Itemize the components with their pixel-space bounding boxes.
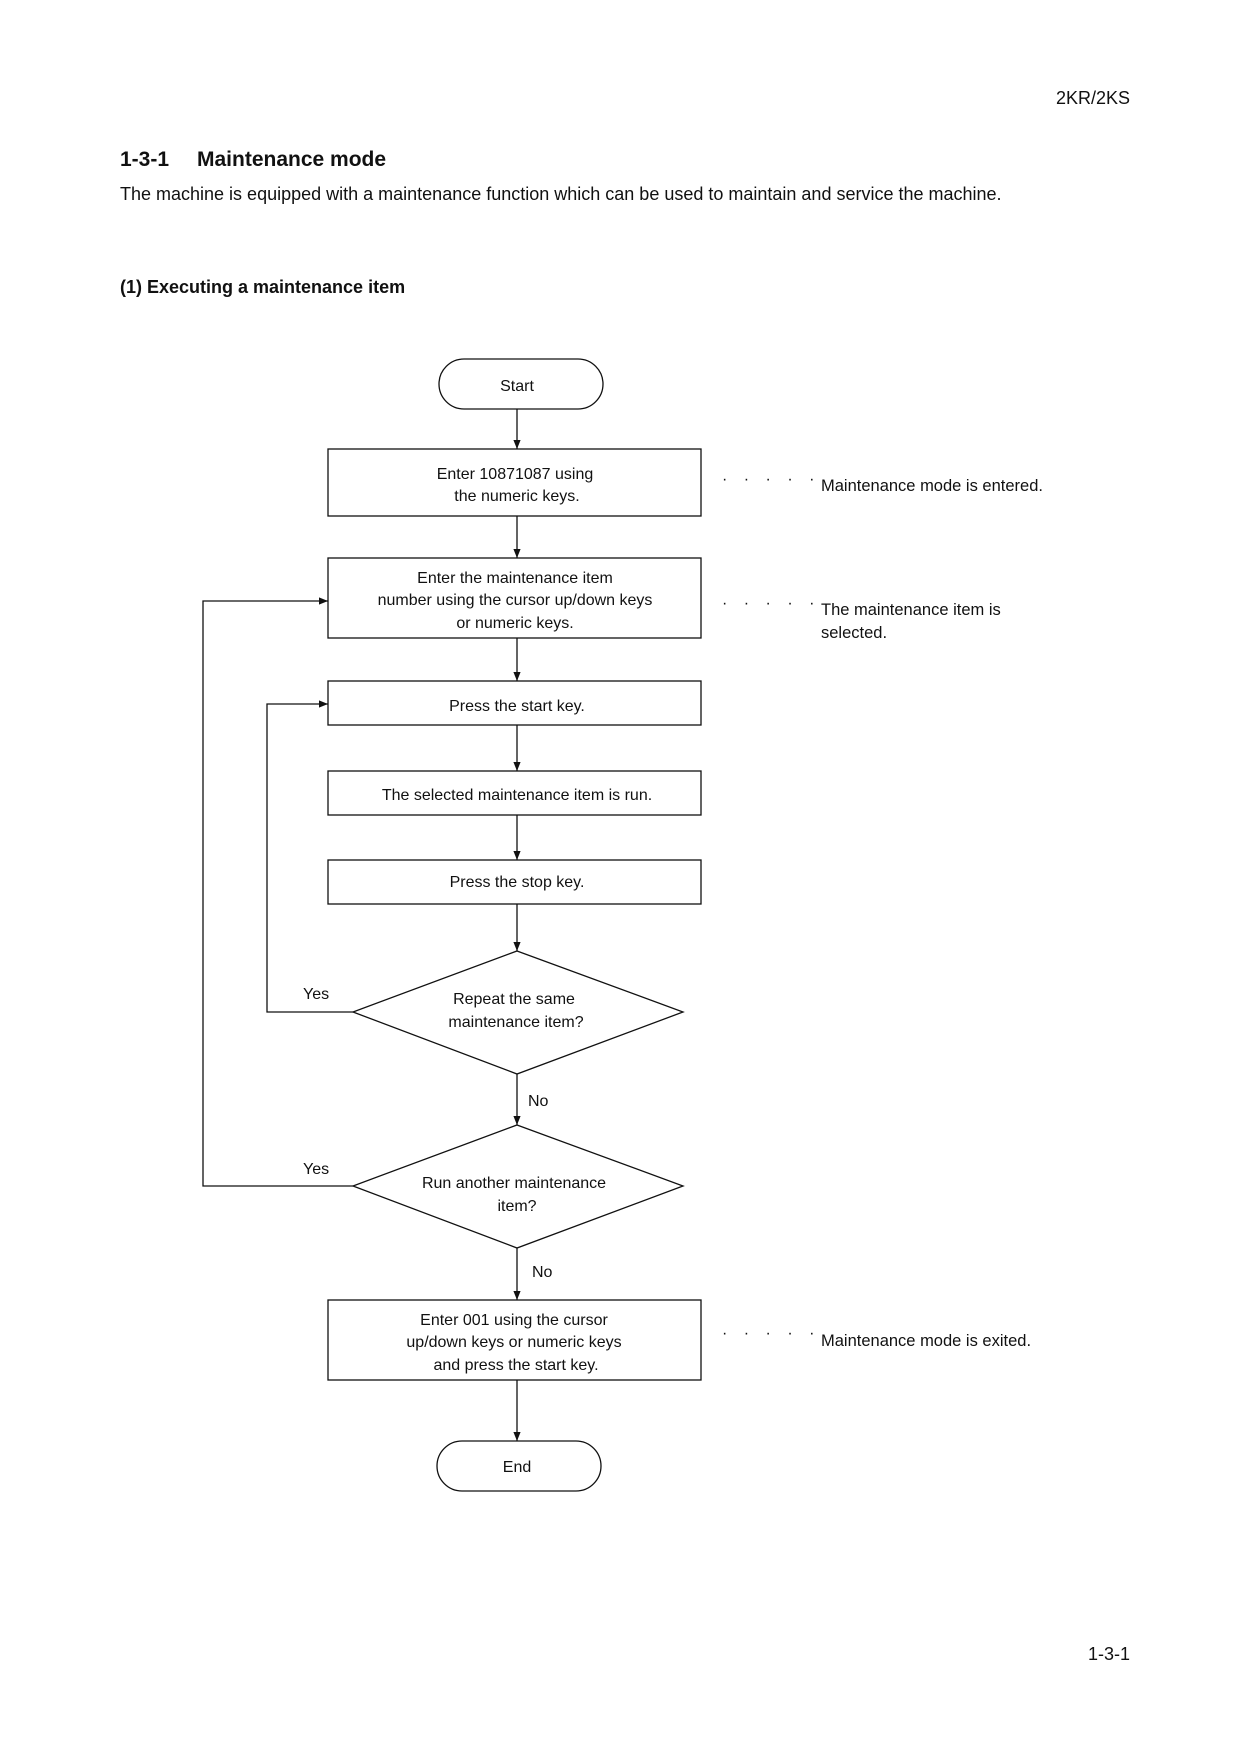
repeat-decision-diamond (351, 950, 685, 1075)
press-start-label: Press the start key. (449, 698, 585, 715)
dots-exited: · · · · · (722, 1325, 820, 1342)
section-title: Maintenance mode (197, 148, 387, 171)
start-label: Start (500, 378, 534, 395)
another-no-label: No (532, 1264, 553, 1281)
end-terminal (436, 1440, 602, 1492)
another-yes-label: Yes (303, 1161, 329, 1178)
note-exited: Maintenance mode is exited. (821, 1332, 1031, 1350)
page-number: 1-3-1 (1087, 1644, 1130, 1664)
repeat-no-label: No (528, 1093, 549, 1110)
exit-line-3: and press the start key. (433, 1357, 598, 1374)
run-item-box (327, 770, 702, 816)
dots-selected: · · · · · (722, 595, 820, 612)
start-terminal (438, 358, 604, 410)
intro-paragraph: The machine is equipped with a maintenan… (120, 184, 1002, 204)
enter-code-line-1: Enter 10871087 using (437, 466, 594, 483)
run-item-label: The selected maintenance item is run. (382, 787, 652, 804)
repeat-decision-line-2: maintenance item? (448, 1014, 583, 1031)
exit-box (327, 1299, 702, 1381)
enter-code-box (327, 448, 702, 517)
loop-repeat-yes (266, 700, 353, 1013)
dots-entered: · · · · · (722, 471, 820, 488)
select-item-line-2: number using the cursor up/down keys (378, 592, 653, 609)
subheading: (1) Executing a maintenance item (120, 277, 406, 297)
press-stop-box (327, 859, 702, 905)
note-selected-line-2: selected. (821, 624, 887, 642)
another-decision-line-2: item? (497, 1198, 536, 1215)
enter-code-line-2: the numeric keys. (454, 488, 579, 505)
press-start-box (327, 680, 702, 726)
select-item-line-3: or numeric keys. (456, 615, 573, 632)
exit-line-1: Enter 001 using the cursor (420, 1312, 608, 1329)
note-entered: Maintenance mode is entered. (821, 477, 1043, 495)
another-decision-line-1: Run another maintenance (422, 1175, 606, 1192)
select-item-box (327, 557, 702, 639)
exit-line-2: up/down keys or numeric keys (406, 1334, 621, 1351)
select-item-line-1: Enter the maintenance item (417, 570, 613, 587)
end-label: End (503, 1459, 531, 1476)
document-code: 2KR/2KS (1055, 88, 1130, 108)
repeat-yes-label: Yes (303, 986, 329, 1003)
section-number: 1-3-1 (120, 148, 170, 171)
loop-another-yes (202, 597, 353, 1187)
note-selected-line-1: The maintenance item is (821, 601, 1001, 619)
press-stop-label: Press the stop key. (450, 874, 585, 891)
repeat-decision-line-1: Repeat the same (453, 991, 575, 1008)
